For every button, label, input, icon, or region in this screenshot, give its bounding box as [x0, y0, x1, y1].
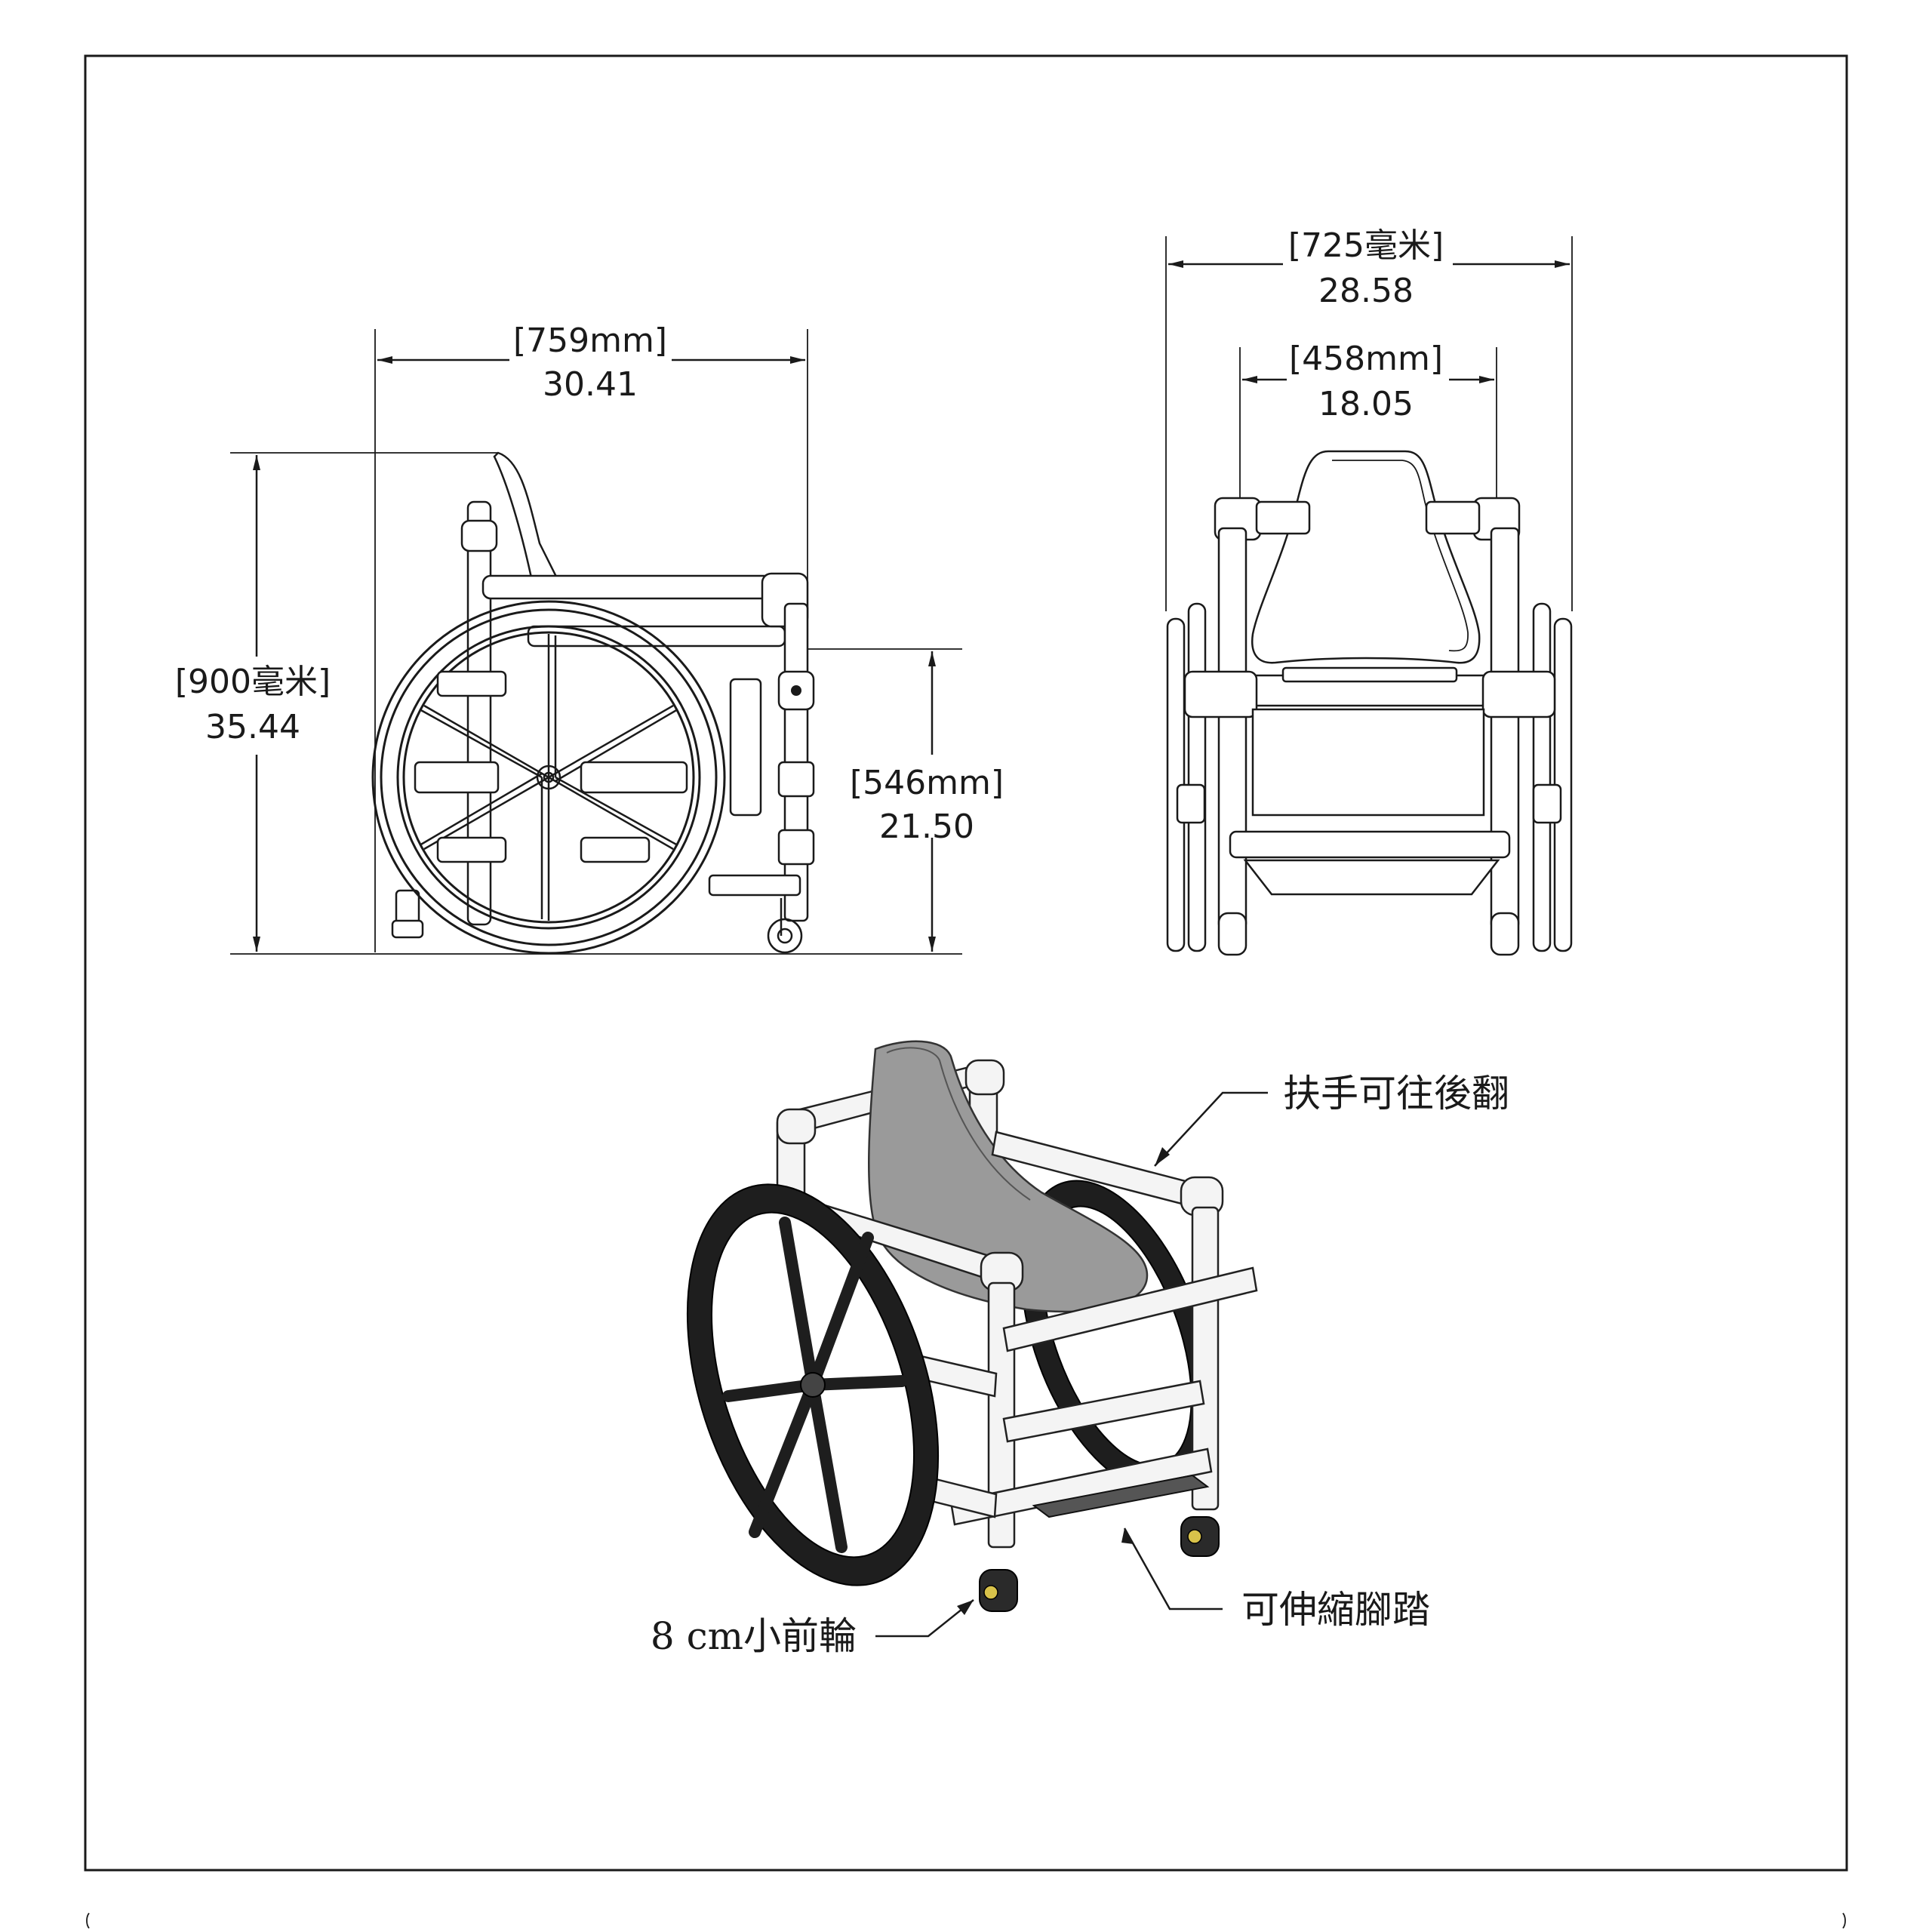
front-view: [725毫米] 28.58 [458mm] 18.05 [1165, 226, 1573, 956]
front-width-inch-label: 28.58 [1318, 272, 1414, 310]
seat-width-mm-label: [458mm] [1289, 340, 1443, 378]
iso-rear-wheel [686, 1183, 940, 1586]
seat-height-inch-label: 21.50 [879, 808, 974, 846]
armrest-leader [1154, 1091, 1268, 1167]
dimension-seat-width: [458mm] 18.05 [1242, 340, 1494, 423]
side-length-mm-label: [759mm] [513, 321, 667, 360]
caster-callout: 8 cm小前輪 [651, 1614, 857, 1658]
iso-footrest [1032, 1474, 1210, 1518]
seat-width-inch-label: 18.05 [1318, 385, 1414, 423]
seat-height-mm-label: [546mm] [850, 764, 1004, 802]
iso-caster-front-right [1180, 1516, 1220, 1557]
footrest-leader [1123, 1527, 1223, 1611]
front-width-metric-label: [725毫米] [1288, 226, 1444, 265]
side-view: [759mm] 30.41 [900毫米] 35.44 [546mm] 21.5… [175, 321, 1004, 955]
corner-mark-left [86, 1912, 90, 1929]
side-height-inch-label: 35.44 [205, 708, 300, 746]
caster-leader [875, 1599, 974, 1638]
side-height-metric-label: [900毫米] [175, 663, 331, 701]
footrest-callout: 可伸縮腳踏 [1241, 1588, 1430, 1632]
drawing-border [84, 54, 1848, 1872]
iso-caster-front-left [979, 1569, 1018, 1612]
front-backrest [1251, 450, 1481, 664]
side-seat [527, 625, 786, 648]
side-length-inch-label: 30.41 [543, 365, 638, 404]
dimension-side-length: [759mm] 30.41 [377, 321, 805, 404]
front-caster-left [1217, 912, 1247, 956]
dimension-side-height: [900毫米] 35.44 [175, 455, 331, 952]
dimension-front-width: [725毫米] 28.58 [1168, 226, 1570, 310]
armrest-callout: 扶手可往後翻 [1283, 1072, 1509, 1115]
isometric-view: 扶手可往後翻 可伸縮腳踏 8 cm小前輪 [651, 1040, 1509, 1658]
dimension-seat-height: [546mm] 21.50 [850, 651, 1004, 952]
front-footrest [1243, 859, 1500, 896]
side-caster [767, 918, 803, 954]
side-rear-wheel [371, 600, 726, 955]
side-backrest [493, 451, 561, 583]
corner-mark-right [1842, 1912, 1846, 1929]
side-armrest [481, 574, 794, 600]
front-caster-right [1490, 912, 1520, 956]
